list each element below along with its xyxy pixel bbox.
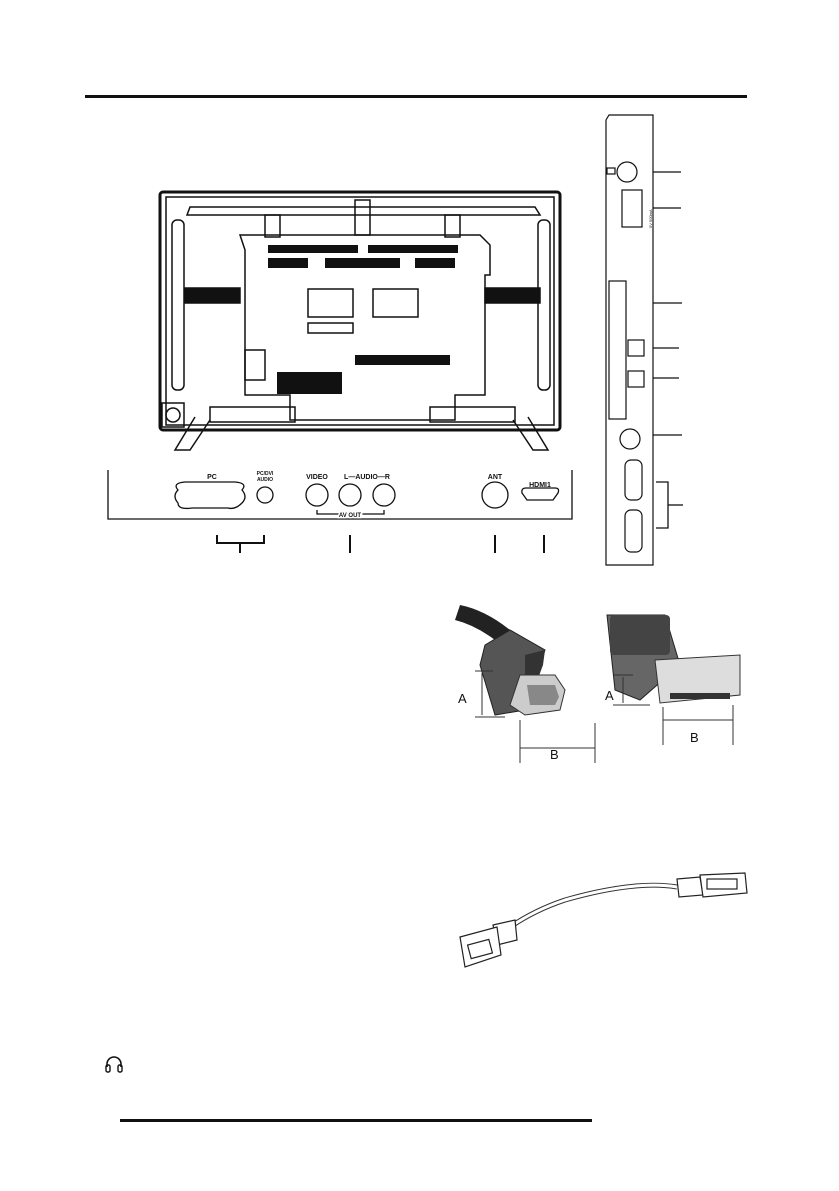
hdmi-port-2 bbox=[624, 459, 643, 501]
label-audio-lr: L—AUDIO—R bbox=[344, 474, 390, 481]
label-pc-audio: AUDIO bbox=[257, 477, 273, 483]
hdmi1-port bbox=[521, 487, 560, 501]
usb-extension-cable-illustration bbox=[459, 872, 748, 968]
tv-rear-illustration bbox=[158, 190, 562, 451]
side-connector-panel: 5V 500mA bbox=[605, 114, 683, 566]
usb-dim-a: A bbox=[605, 688, 614, 703]
usb-port bbox=[621, 189, 643, 228]
rear-connector-panel: PC PC/DVI AUDIO VIDEO L—AUDIO—R AV OUT A… bbox=[107, 470, 573, 553]
hdmi-port-3 bbox=[624, 509, 643, 553]
label-pc-dvi: PC/DVI bbox=[257, 471, 274, 477]
pc-audio-jack bbox=[256, 486, 274, 504]
footer-rule bbox=[120, 1119, 592, 1122]
usb-dim-b: B bbox=[690, 730, 699, 745]
label-ant: ANT bbox=[488, 474, 503, 481]
header-rule bbox=[85, 95, 747, 98]
headphone-icon bbox=[105, 1056, 123, 1073]
vga-port bbox=[174, 481, 246, 510]
audio-r-jack bbox=[372, 483, 396, 507]
headphone-jack bbox=[619, 428, 641, 450]
video-jack bbox=[305, 483, 329, 507]
usb-rating-label: 5V 500mA bbox=[648, 209, 653, 228]
label-pc: PC bbox=[207, 474, 217, 481]
card-slot bbox=[608, 280, 627, 420]
hdmi-usb-plug-illustration: A B A B bbox=[455, 605, 741, 763]
hdmi-dim-a: A bbox=[458, 691, 467, 706]
label-av-out: AV OUT bbox=[339, 513, 362, 519]
audio-l-jack bbox=[338, 483, 362, 507]
label-video: VIDEO bbox=[306, 474, 328, 481]
hdmi-dim-b: B bbox=[550, 747, 559, 762]
power-button bbox=[616, 161, 638, 183]
ant-port bbox=[481, 481, 509, 509]
label-hdmi1: HDMI1 bbox=[529, 482, 551, 489]
